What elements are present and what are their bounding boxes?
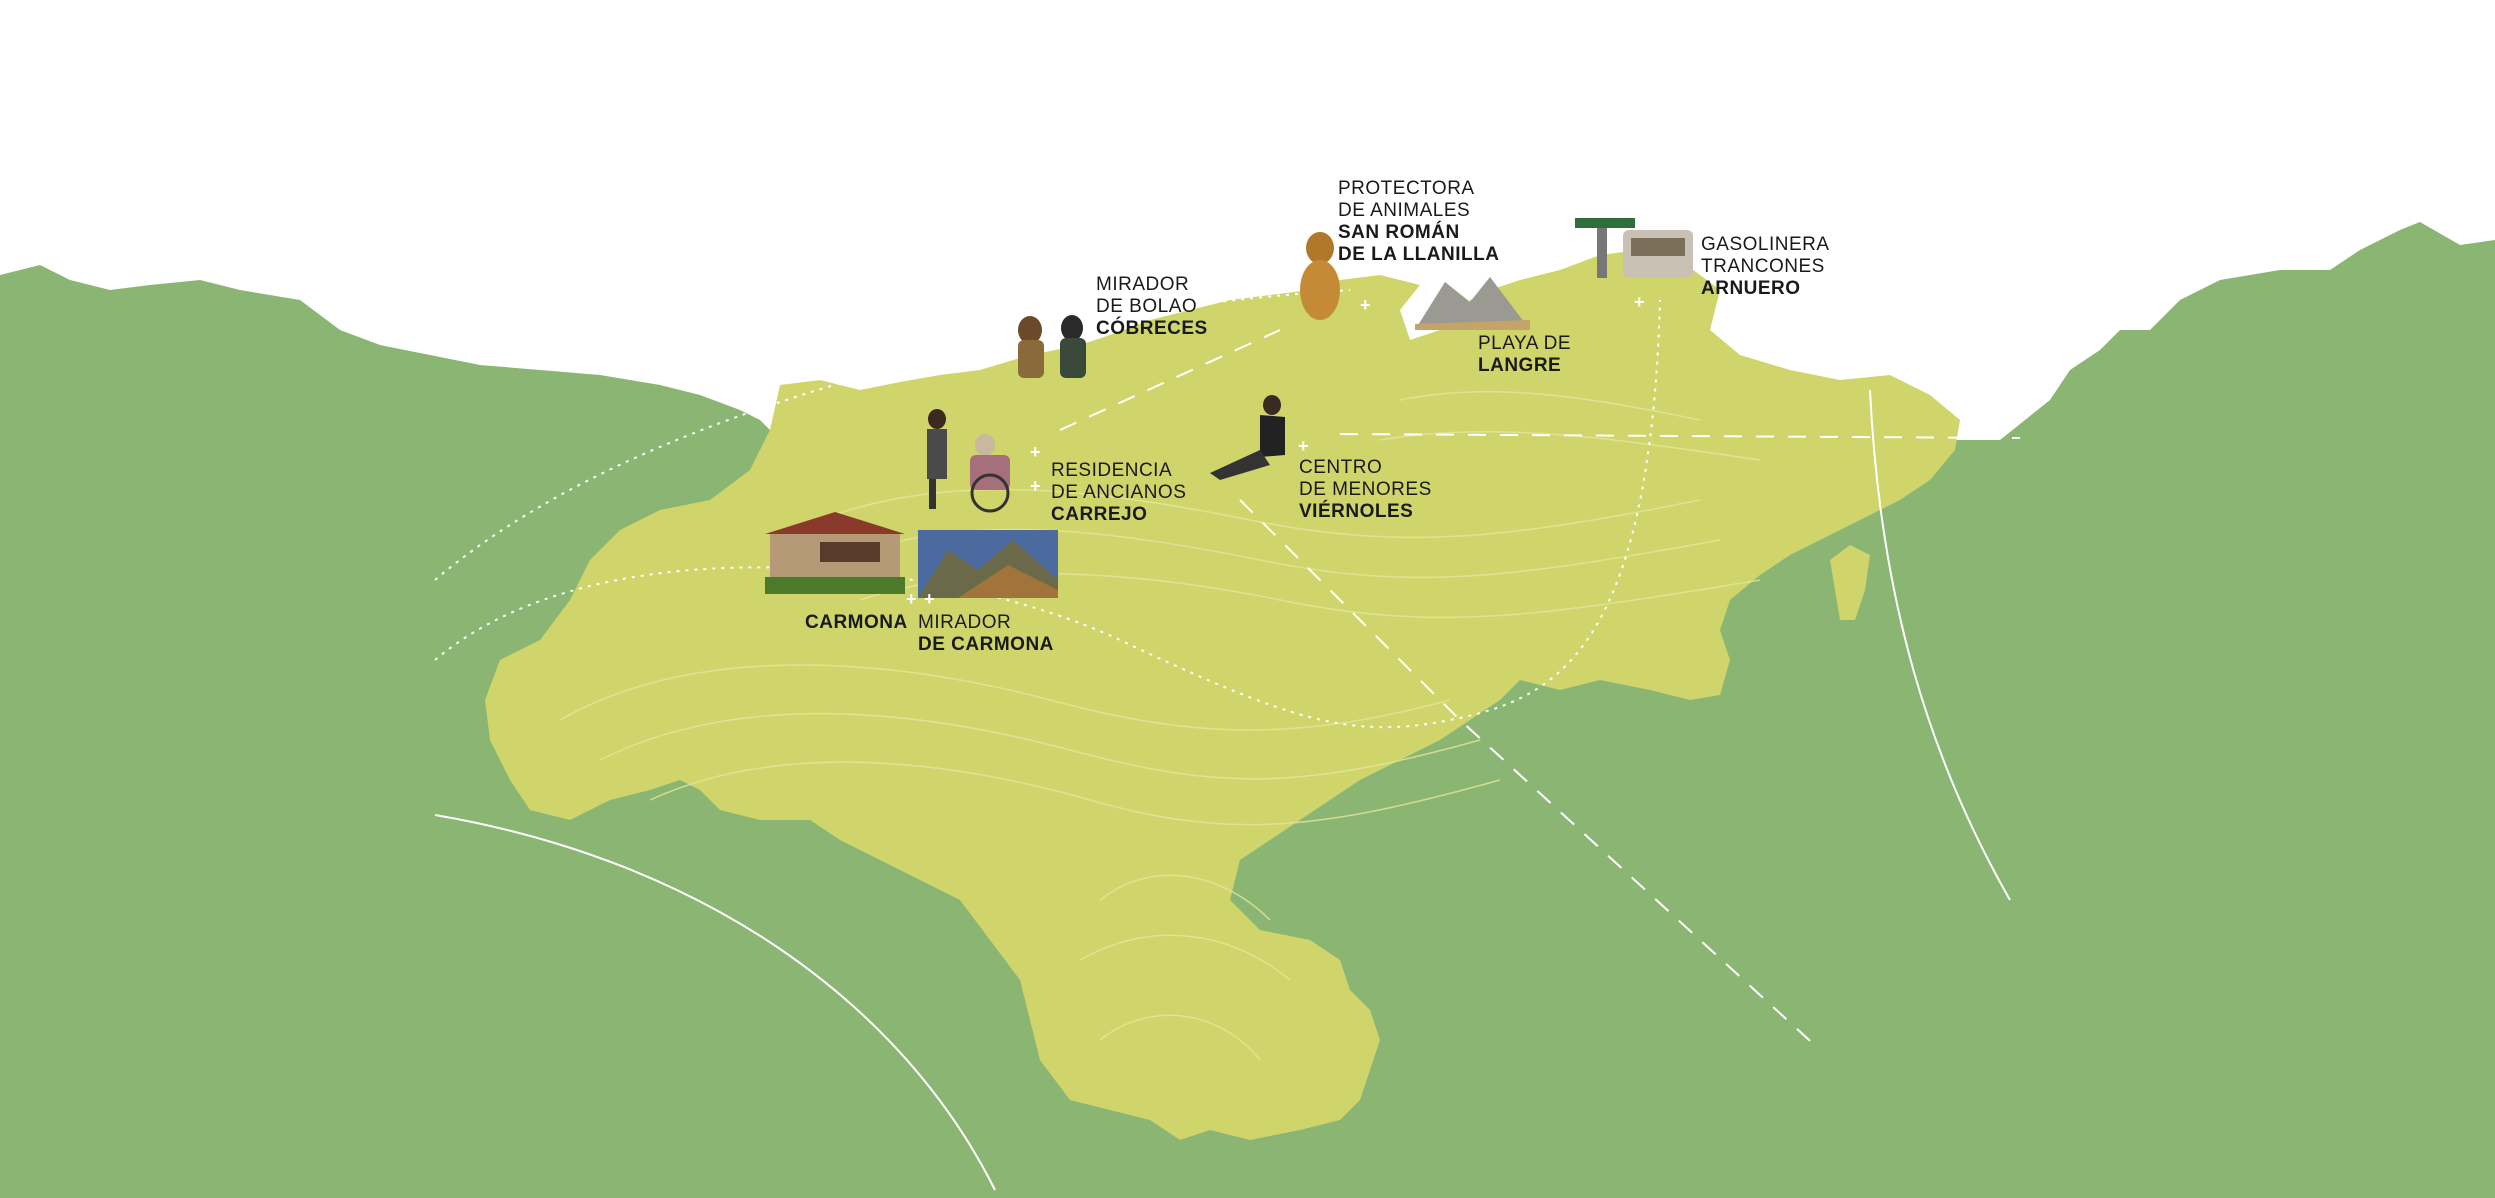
marker-gasolinera[interactable]: + <box>1634 292 1645 312</box>
people-sitting-icon <box>1000 300 1100 382</box>
route-solid-arc-left <box>434 814 996 1191</box>
marker-langre[interactable]: + <box>1408 295 1419 315</box>
marker-viernoles[interactable]: + <box>1298 436 1309 456</box>
route-dashed-horizontal <box>1339 433 2021 439</box>
beach-icon <box>1415 272 1530 330</box>
marker-mirador-carmona[interactable]: + <box>924 589 935 609</box>
mountain-icon <box>918 530 1058 598</box>
island-shape <box>1830 545 1870 620</box>
region-shape <box>485 250 1960 1140</box>
dog-icon <box>1290 228 1350 328</box>
marker-protectora[interactable]: + <box>1360 295 1371 315</box>
gas-station-icon <box>1575 218 1695 288</box>
marker-carmona[interactable]: + <box>906 589 917 609</box>
marker-carrejo[interactable]: + <box>1030 476 1041 496</box>
contour-lines <box>559 390 1761 1061</box>
marker-bolao[interactable]: + <box>1030 442 1041 462</box>
route-dashed-diagonal <box>1059 329 1281 431</box>
route-lines <box>434 289 2021 1191</box>
house-icon <box>765 512 905 594</box>
wheelchair-icon <box>915 405 1030 513</box>
route-solid-arc-right <box>1869 389 2011 901</box>
person-sitting-icon <box>1200 395 1290 480</box>
label-carmona: CARMONA <box>805 612 908 633</box>
route-dashed-down <box>1239 499 1821 1051</box>
